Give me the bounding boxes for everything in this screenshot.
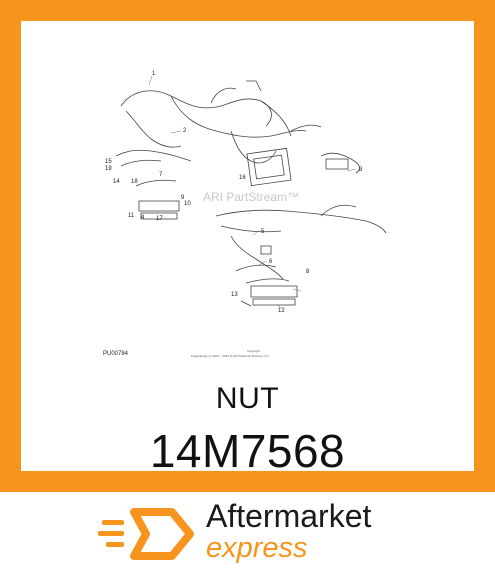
- callout-16: 16: [239, 175, 246, 181]
- brand-name-line2: express: [206, 532, 308, 564]
- callout-7: 7: [159, 172, 163, 178]
- product-card: 1 2 3 4 5 6 7 8 9 10 11 12 13 14 15 16 1: [21, 21, 474, 477]
- callout-5: 5: [261, 229, 265, 235]
- callout-13: 13: [231, 292, 238, 298]
- callout-10: 10: [184, 201, 191, 207]
- wiring-harness-diagram: 1 2 3 4 5 6 7 8 9 10 11 12 13 14 15 16 1: [103, 71, 387, 358]
- callout-4: 4: [141, 215, 145, 221]
- callout-6: 6: [269, 259, 273, 265]
- callout-14: 14: [113, 179, 120, 185]
- callout-17: 17: [156, 216, 163, 222]
- figure-id: PU00784: [103, 351, 129, 357]
- product-name: NUT: [215, 382, 280, 415]
- callout-19: 19: [105, 166, 112, 172]
- part-number: 14M7568: [149, 425, 346, 477]
- callout-2: 2: [183, 128, 187, 134]
- callout-18: 18: [131, 179, 138, 185]
- callout-15: 15: [105, 159, 112, 165]
- callout-9: 9: [181, 195, 185, 201]
- hexagon-speed-icon: [98, 508, 194, 560]
- diagram-watermark: ARI PartStream™: [203, 190, 299, 204]
- brand-footer: Aftermarket express: [0, 492, 495, 575]
- orange-frame: 1 2 3 4 5 6 7 8 9 10 11 12 13 14 15 16 1: [0, 0, 495, 492]
- callout-3: 3: [359, 167, 363, 173]
- callout-8: 8: [306, 269, 310, 275]
- callout-1: 1: [152, 71, 156, 77]
- parts-diagram: 1 2 3 4 5 6 7 8 9 10 11 12 13 14 15 16 1: [21, 21, 474, 371]
- brand-name-line1: Aftermarket: [206, 498, 372, 534]
- copyright-line: Pagaoatings (c) 2001 - 2019 by ARI Netwo…: [191, 354, 269, 358]
- callout-11: 11: [128, 213, 135, 219]
- callout-12: 12: [278, 308, 285, 314]
- copyright-label: Copyright: [247, 349, 260, 353]
